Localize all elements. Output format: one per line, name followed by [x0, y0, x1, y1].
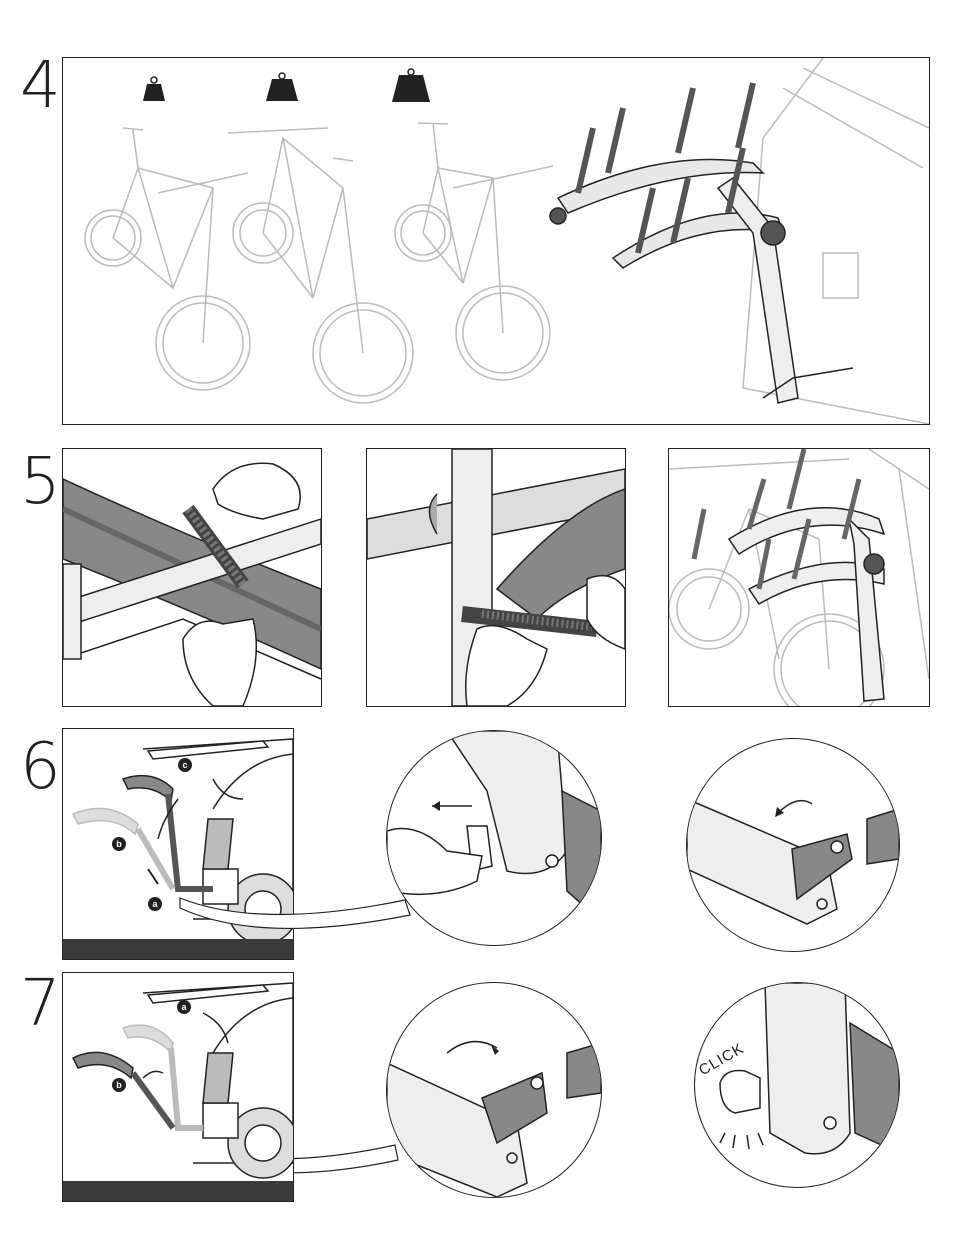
lock-cap	[720, 1071, 760, 1114]
step7-detail-1	[386, 982, 602, 1198]
step-number-7: 7	[20, 972, 61, 1036]
step6-detail-2	[686, 738, 900, 952]
step7-detail-2: CLICK	[694, 982, 900, 1188]
step6-detail-1	[386, 730, 602, 946]
label-b: b	[116, 1080, 122, 1090]
step7-panel: a b	[62, 972, 294, 1202]
